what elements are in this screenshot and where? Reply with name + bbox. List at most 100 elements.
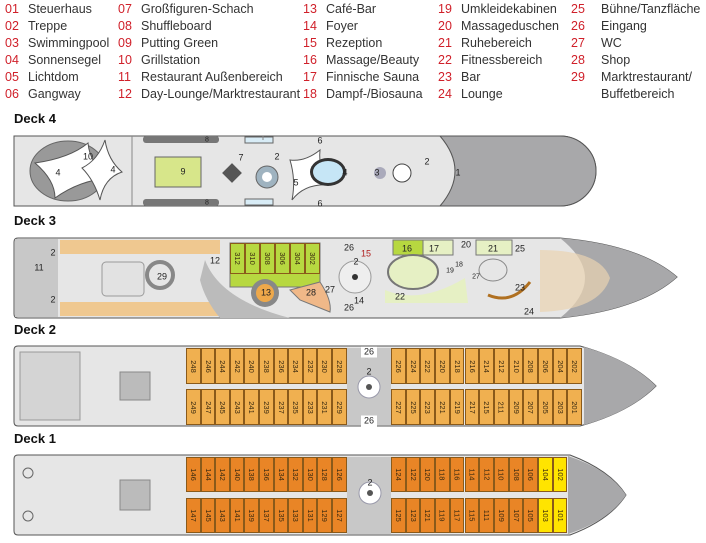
cabin-248[interactable]: 248 (186, 348, 201, 384)
cabin-116[interactable]: 116 (449, 457, 465, 492)
cabin-225[interactable]: 225 (405, 389, 421, 425)
cabin-141[interactable]: 141 (229, 498, 245, 533)
cabin-105[interactable]: 105 (523, 498, 538, 533)
cabin-242[interactable]: 242 (229, 348, 245, 384)
cabin-122[interactable]: 122 (405, 457, 421, 492)
cabin-205[interactable]: 205 (538, 389, 553, 425)
cabin-239[interactable]: 239 (259, 389, 274, 425)
cabin-110[interactable]: 110 (493, 457, 509, 492)
cabin-140[interactable]: 140 (229, 457, 245, 492)
cabin-211[interactable]: 211 (493, 389, 509, 425)
cabin-243[interactable]: 243 (229, 389, 245, 425)
cabin-109[interactable]: 109 (493, 498, 509, 533)
cabin-133[interactable]: 133 (288, 498, 303, 533)
cabin-135[interactable]: 135 (273, 498, 289, 533)
cabin-203[interactable]: 203 (552, 389, 568, 425)
cabin-245[interactable]: 245 (215, 389, 230, 425)
cabin-129[interactable]: 129 (317, 498, 332, 533)
cabin-142[interactable]: 142 (215, 457, 230, 492)
cabin-111[interactable]: 111 (479, 498, 494, 533)
cabin-223[interactable]: 223 (420, 389, 436, 425)
cabin-249[interactable]: 249 (186, 389, 201, 425)
cabin-302[interactable]: 302 (305, 243, 320, 274)
cabin-139[interactable]: 139 (244, 498, 259, 533)
cabin-216[interactable]: 216 (464, 348, 480, 384)
cabin-114[interactable]: 114 (464, 457, 480, 492)
cabin-204[interactable]: 204 (552, 348, 568, 384)
cabin-130[interactable]: 130 (302, 457, 318, 492)
cabin-214[interactable]: 214 (479, 348, 494, 384)
cabin-220[interactable]: 220 (435, 348, 450, 384)
cabin-238[interactable]: 238 (259, 348, 274, 384)
cabin-218[interactable]: 218 (449, 348, 465, 384)
cabin-240[interactable]: 240 (244, 348, 259, 384)
cabin-125[interactable]: 125 (391, 498, 406, 533)
cabin-312[interactable]: 312 (230, 243, 245, 274)
cabin-246[interactable]: 246 (200, 348, 216, 384)
cabin-226[interactable]: 226 (391, 348, 406, 384)
cabin-104[interactable]: 104 (538, 457, 553, 492)
cabin-244[interactable]: 244 (215, 348, 230, 384)
cabin-207[interactable]: 207 (523, 389, 538, 425)
cabin-126[interactable]: 126 (332, 457, 347, 492)
cabin-147[interactable]: 147 (186, 498, 201, 533)
cabin-107[interactable]: 107 (508, 498, 524, 533)
cabin-145[interactable]: 145 (200, 498, 216, 533)
cabin-235[interactable]: 235 (288, 389, 303, 425)
cabin-134[interactable]: 134 (273, 457, 289, 492)
cabin-201[interactable]: 201 (567, 389, 583, 425)
cabin-227[interactable]: 227 (391, 389, 406, 425)
cabin-131[interactable]: 131 (302, 498, 318, 533)
cabin-144[interactable]: 144 (200, 457, 216, 492)
cabin-308[interactable]: 308 (260, 243, 275, 274)
cabin-222[interactable]: 222 (420, 348, 436, 384)
cabin-217[interactable]: 217 (464, 389, 480, 425)
cabin-146[interactable]: 146 (186, 457, 201, 492)
cabin-212[interactable]: 212 (493, 348, 509, 384)
cabin-117[interactable]: 117 (449, 498, 465, 533)
cabin-118[interactable]: 118 (435, 457, 450, 492)
cabin-224[interactable]: 224 (405, 348, 421, 384)
cabin-230[interactable]: 230 (317, 348, 332, 384)
cabin-132[interactable]: 132 (288, 457, 303, 492)
cabin-233[interactable]: 233 (302, 389, 318, 425)
cabin-137[interactable]: 137 (259, 498, 274, 533)
cabin-108[interactable]: 108 (508, 457, 524, 492)
cabin-208[interactable]: 208 (523, 348, 538, 384)
cabin-138[interactable]: 138 (244, 457, 259, 492)
cabin-221[interactable]: 221 (435, 389, 450, 425)
cabin-101[interactable]: 101 (552, 498, 568, 533)
cabin-143[interactable]: 143 (215, 498, 230, 533)
cabin-310[interactable]: 310 (245, 243, 260, 274)
cabin-306[interactable]: 306 (275, 243, 290, 274)
cabin-210[interactable]: 210 (508, 348, 524, 384)
cabin-232[interactable]: 232 (302, 348, 318, 384)
cabin-106[interactable]: 106 (523, 457, 538, 492)
cabin-103[interactable]: 103 (538, 498, 553, 533)
cabin-209[interactable]: 209 (508, 389, 524, 425)
cabin-237[interactable]: 237 (273, 389, 289, 425)
cabin-304[interactable]: 304 (290, 243, 305, 274)
cabin-219[interactable]: 219 (449, 389, 465, 425)
cabin-234[interactable]: 234 (288, 348, 303, 384)
cabin-119[interactable]: 119 (435, 498, 450, 533)
cabin-206[interactable]: 206 (538, 348, 553, 384)
cabin-123[interactable]: 123 (405, 498, 421, 533)
cabin-121[interactable]: 121 (420, 498, 436, 533)
cabin-228[interactable]: 228 (332, 348, 347, 384)
cabin-231[interactable]: 231 (317, 389, 332, 425)
cabin-115[interactable]: 115 (464, 498, 480, 533)
cabin-127[interactable]: 127 (332, 498, 347, 533)
cabin-112[interactable]: 112 (479, 457, 494, 492)
cabin-247[interactable]: 247 (200, 389, 216, 425)
cabin-120[interactable]: 120 (420, 457, 436, 492)
cabin-236[interactable]: 236 (273, 348, 289, 384)
cabin-241[interactable]: 241 (244, 389, 259, 425)
cabin-124[interactable]: 124 (391, 457, 406, 492)
cabin-229[interactable]: 229 (332, 389, 347, 425)
cabin-215[interactable]: 215 (479, 389, 494, 425)
cabin-136[interactable]: 136 (259, 457, 274, 492)
cabin-202[interactable]: 202 (567, 348, 583, 384)
cabin-128[interactable]: 128 (317, 457, 332, 492)
cabin-102[interactable]: 102 (552, 457, 568, 492)
